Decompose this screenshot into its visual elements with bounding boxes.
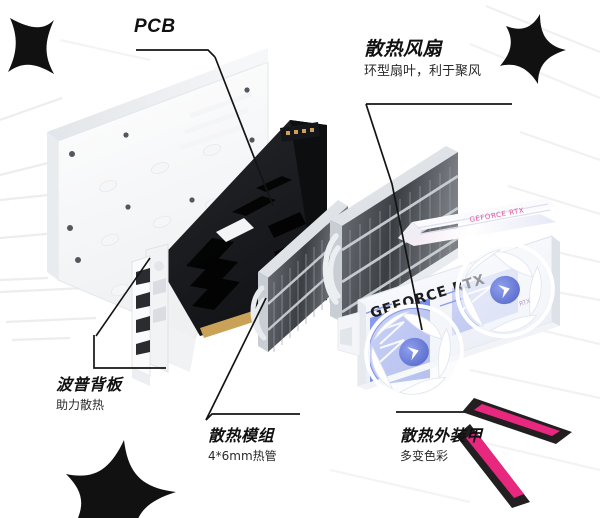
arrow-upper-icon [462,398,572,444]
shroud-corner-badge: RTX [518,298,531,308]
star-bottom-left-icon [66,440,176,518]
callout-cooling-fan-subtitle: 环型扇叶，利于聚风 [364,64,482,79]
leader-fan [365,103,423,331]
callout-heatsink-module-subtitle: 4*6mm热管 [208,449,277,463]
leader-pcb [214,56,274,207]
callout-cooling-fan-title: 散热风扇 [364,38,443,60]
callout-pcb: PCB [134,17,176,36]
leader-heatsink-underline [205,413,300,421]
callout-cooling-fan: 散热风扇 环型扇叶，利于聚风 [364,38,482,79]
callout-outer-armor-subtitle: 多变色彩 [400,449,449,463]
fan-right [455,241,555,339]
callout-backplate-subtitle: 助力散热 [56,398,105,412]
leader-pcb-underline [136,49,216,58]
callout-heatsink-module-title: 散热模组 [208,426,275,445]
background-speedlines [0,4,600,504]
cooling-shroud-part: GEFORCE RTX GEFORCE RTX [337,198,560,401]
callout-heatsink-module: 散热模组 4*6mm热管 [208,426,277,463]
leader-heatsink [205,297,267,421]
star-top-right-icon [500,14,566,84]
arrow-lower-icon [456,424,530,508]
callout-backplate: 波普背板 助力散热 [56,375,123,412]
callout-outer-armor-title: 散热外装甲 [400,426,483,445]
callout-backplate-title: 波普背板 [56,375,123,394]
star-top-left-icon [8,18,54,74]
leader-backplate [95,257,151,337]
leader-lines [93,49,512,421]
fan-left [364,303,464,401]
callout-outer-armor: 散热外装甲 多变色彩 [400,426,483,463]
leader-backplate-underline [93,335,166,369]
accent-arrows [456,398,572,508]
callout-pcb-title: PCB [134,16,176,37]
